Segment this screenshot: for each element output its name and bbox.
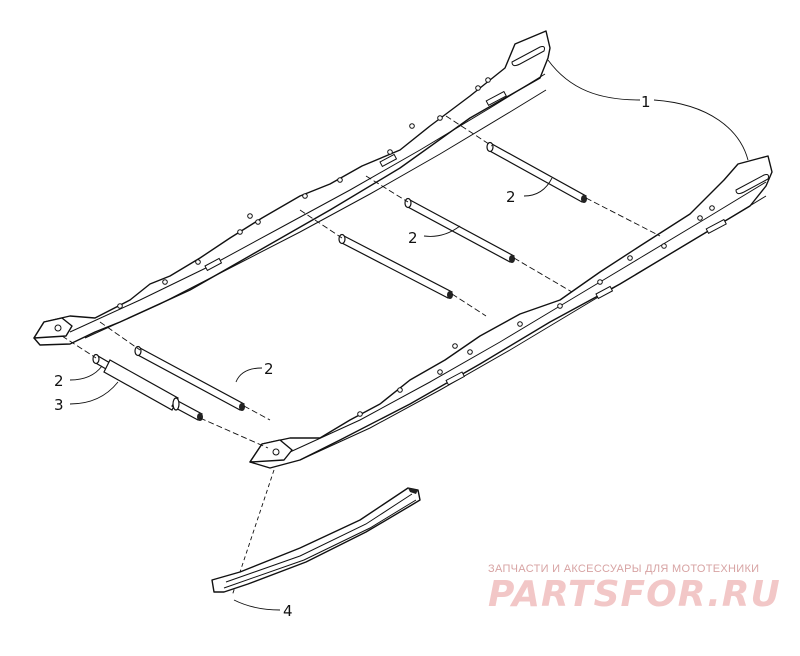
runner-wear-strip: [211, 487, 421, 593]
assembly-lines: [61, 115, 661, 597]
rail-upper: [33, 30, 551, 346]
callout-4: 4: [283, 602, 293, 620]
callout-2-sleeve-shaft: 2: [54, 372, 64, 390]
shaft-mid-upper: [404, 197, 515, 263]
callout-leaders: [69, 59, 749, 611]
shaft-mid-lower: [338, 233, 453, 299]
shaft-front: [134, 345, 245, 411]
shaft-front-with-sleeve: [92, 353, 203, 421]
callout-2-mid-shafts: 2: [408, 229, 418, 247]
callout-2-front-shaft: 2: [264, 360, 274, 378]
callout-1: 1: [641, 93, 651, 111]
callout-3: 3: [54, 396, 64, 414]
callout-2-rear-shaft: 2: [506, 188, 516, 206]
watermark: ЗАПЧАСТИ И АКСЕССУАРЫ ДЛЯ МОТОТЕХНИКИ PA…: [488, 563, 781, 615]
rail-lower: [249, 155, 773, 469]
shaft-rear: [486, 141, 587, 203]
watermark-subtitle: ЗАПЧАСТИ И АКСЕССУАРЫ ДЛЯ МОТОТЕХНИКИ: [488, 563, 759, 575]
watermark-logo: PARTSFOR.RU: [488, 574, 781, 615]
